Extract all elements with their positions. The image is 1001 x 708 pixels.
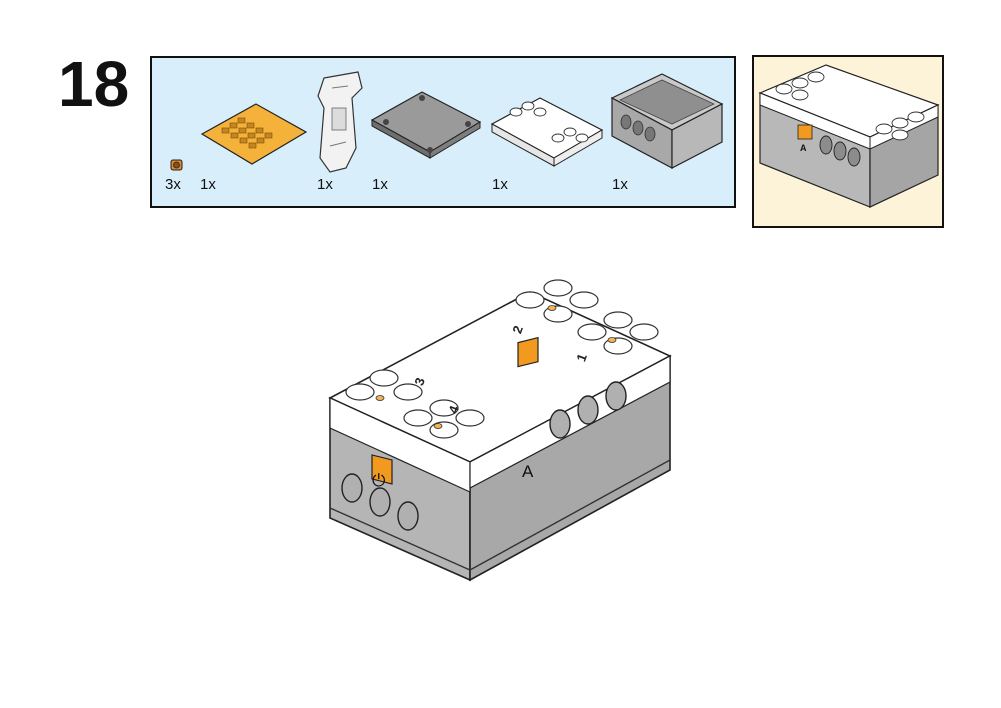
power-icon: ⏻	[372, 471, 386, 491]
light-matrix-plate-icon	[200, 103, 308, 165]
front-pin-holes	[341, 473, 419, 531]
hub-studs	[345, 279, 659, 439]
qty-hub-top: 1x	[492, 176, 508, 193]
preview-hub-model	[758, 64, 940, 208]
power-button-marker	[371, 454, 393, 485]
hub-bottom-case-icon	[610, 73, 724, 169]
step-number: 18	[58, 48, 130, 120]
assembled-hub-model	[328, 279, 672, 582]
battery-cover-plate-icon	[370, 91, 482, 159]
port-label-a: A	[522, 462, 534, 481]
parts-callout-panel: 3x 1x 1x 1x 1x	[150, 56, 736, 208]
hub-top-plate-icon	[490, 97, 604, 167]
bushing-part-icon	[170, 159, 183, 171]
qty-battery-cover: 1x	[372, 176, 388, 193]
frame-bracket-icon	[317, 71, 363, 173]
qty-bushing: 3x	[165, 176, 181, 193]
port-a-marker	[517, 336, 539, 368]
qty-frame-bracket: 1x	[317, 176, 333, 193]
side-pin-holes	[549, 381, 627, 439]
preview-port-label-a: A	[800, 143, 807, 153]
qty-hub-bottom: 1x	[612, 176, 628, 193]
preview-panel: A	[752, 55, 944, 228]
qty-light-matrix: 1x	[200, 176, 216, 193]
